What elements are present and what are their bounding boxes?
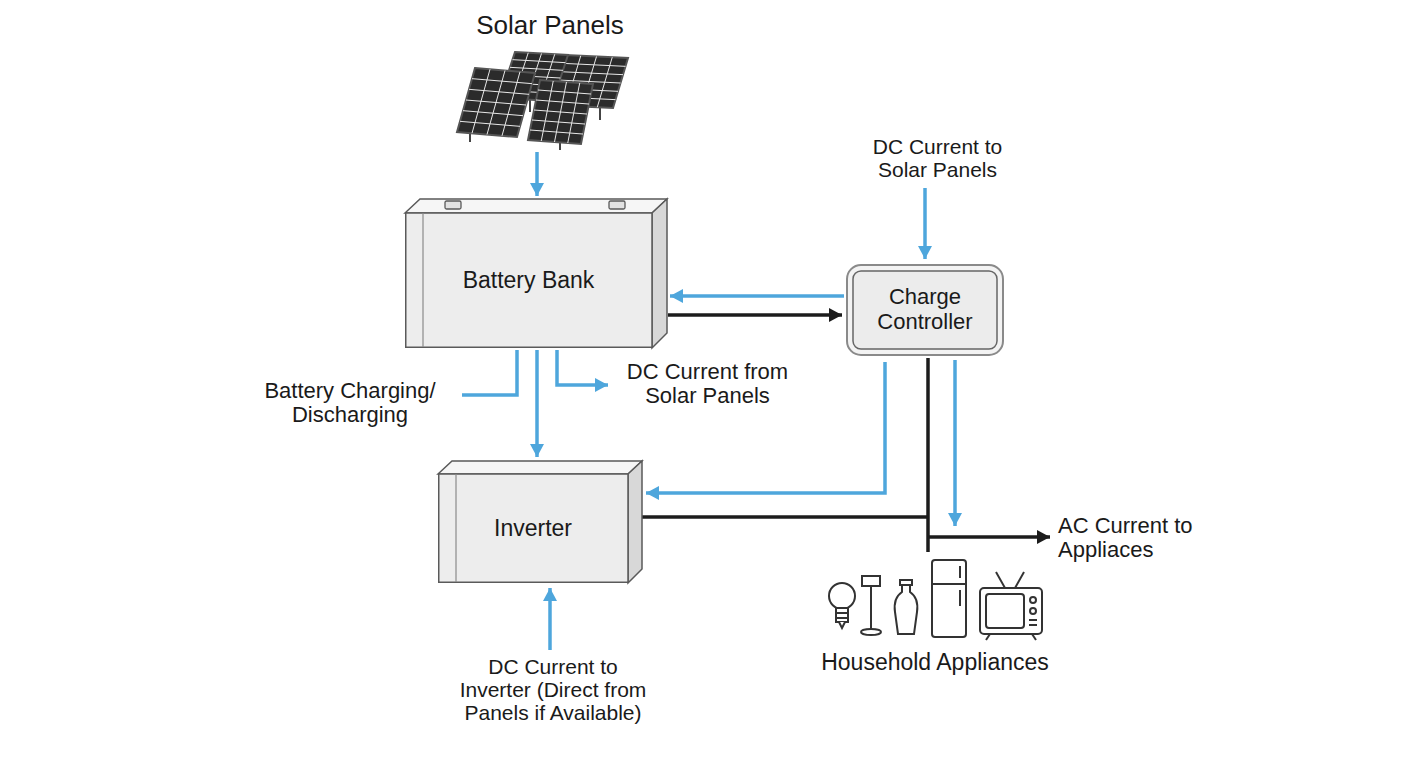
charge-controller-box: Charge Controller: [846, 264, 1004, 356]
battery-terminal: [445, 201, 461, 209]
refrigerator-icon: [932, 560, 966, 637]
node-face: Solar Panels: [440, 8, 660, 152]
annotation-box: Battery Charging/ Discharging: [245, 379, 455, 427]
annotation-arrow: [923, 188, 927, 259]
ac-wire: [926, 358, 930, 552]
flow-arrow: [668, 313, 842, 317]
flow-arrow: [670, 294, 844, 298]
annotation-label: AC Current to Appliaces: [1058, 514, 1228, 562]
flow-arrow: [535, 152, 539, 196]
node-label: Solar Panels: [476, 11, 623, 40]
annotation-arrow: [548, 588, 552, 650]
annotation-label: DC Current to Solar Panels: [850, 135, 1025, 181]
lamp-icon: [861, 576, 881, 635]
flow-arrow: [535, 350, 539, 457]
vase-icon: [895, 580, 918, 634]
controller-outer-frame: [847, 265, 1003, 355]
television-icon: [980, 572, 1042, 640]
node-face: Battery Bank: [405, 213, 652, 348]
battery-terminal: [609, 201, 625, 209]
battery-bank-box: Battery Bank: [405, 198, 667, 348]
annotation-box: DC Current to Solar Panels: [850, 135, 1025, 181]
annotation-box: DC Current to Inverter (Direct from Pane…: [458, 655, 648, 724]
light-bulb-icon: [829, 583, 855, 628]
box-top-face: [438, 461, 642, 474]
node-face: Inverter: [438, 474, 628, 583]
box-edge-line: [422, 213, 423, 347]
node-face: Charge Controller: [846, 264, 1004, 356]
node-label: Battery Bank: [463, 268, 595, 294]
node-label: Inverter: [494, 516, 572, 542]
annotation-box: DC Current from Solar Panels: [615, 360, 800, 408]
solar-panel: [457, 68, 535, 137]
node-label: Charge Controller: [860, 285, 990, 334]
solar-panel-illustration: [457, 52, 628, 150]
annotation-box: AC Current to Appliaces: [1058, 514, 1228, 562]
annotation-label: DC Current from Solar Panels: [615, 360, 800, 408]
box-edge-line: [455, 474, 456, 582]
annotation-label: Battery Charging/ Discharging: [245, 379, 455, 427]
household-appliances-group: Household Appliances: [810, 528, 1060, 680]
appliance-icons: [829, 560, 1042, 640]
ac-output-arrow: [928, 535, 1050, 539]
box-front-face: [439, 474, 628, 582]
solar-panel-array: Solar Panels: [440, 8, 660, 152]
box-top-face: [405, 199, 667, 213]
box-front-face: [406, 213, 652, 347]
box-side-face: [628, 461, 642, 583]
node-face: Household Appliances: [810, 528, 1060, 680]
inverter-box: Inverter: [438, 460, 642, 583]
controller-inner-frame: [853, 271, 997, 349]
leader-line: [462, 350, 517, 395]
flow-arrow: [953, 360, 957, 526]
node-label: Household Appliances: [821, 650, 1049, 676]
solar-panel: [528, 80, 593, 144]
box-side-face: [652, 199, 667, 348]
ac-wire: [642, 515, 928, 519]
annotation-arrow: [557, 350, 608, 385]
annotation-label: DC Current to Inverter (Direct from Pane…: [458, 655, 648, 724]
